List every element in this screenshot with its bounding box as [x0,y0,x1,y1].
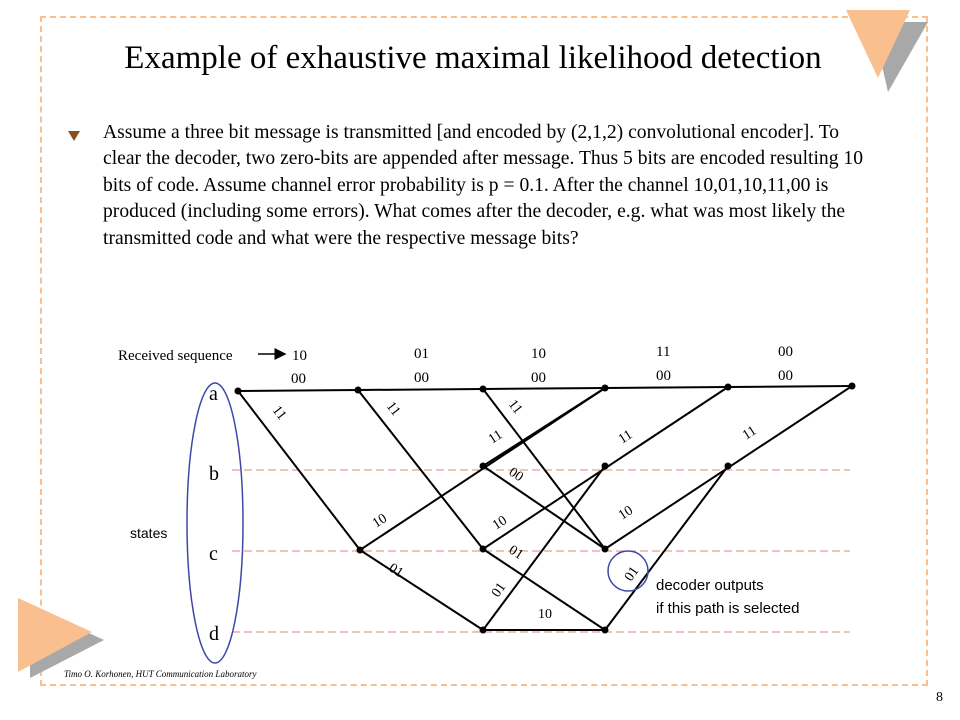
node-c4 [601,545,609,553]
bullet-icon [68,131,80,141]
node-d4 [601,626,609,634]
slide-title: Example of exhaustive maximal likelihood… [124,40,822,76]
edge-a2-a3 [357,388,484,391]
edge-a3-c4 [482,388,606,550]
node-a1 [234,387,242,395]
edge-d3-b4 [482,465,606,631]
branch-label-a3-c4: 11 [505,397,525,417]
branch-label-c4-b5: 10 [616,503,636,523]
node-b3 [479,462,487,470]
state-label-c: c [209,543,218,565]
edge-d4-b5 [604,465,729,631]
state-label-d: d [209,623,219,645]
node-b5 [724,462,732,470]
node-c3 [479,545,487,553]
branch-label-c3-d4: 01 [506,543,526,563]
branch-label-c3-b4: 10 [490,513,510,533]
node-a4 [601,384,609,392]
branch-label-c2-b3: 10 [370,511,390,531]
edge-b3-d4 [482,387,606,467]
node-d3 [479,626,487,634]
branch-label-b-row-5: 11 [740,423,759,443]
node-a3 [479,385,487,393]
received-symbol-3: 10 [531,346,546,362]
page-number: 8 [936,690,943,705]
edge-b3-c4 [482,465,606,550]
state-label-a: a [209,383,218,405]
received-sequence-label: Received sequence [118,348,233,364]
edge-c2-d3 [359,549,484,631]
branch-label-d3-d4: 10 [538,607,552,622]
bottom-left-triangle [18,598,92,672]
node-a5 [724,383,732,391]
branch-label-c2-d3: 01 [386,561,406,581]
selected-branch-circle [607,550,649,592]
edge-a3-a4 [482,387,606,390]
branch-label-a3-a4: 00 [531,370,546,386]
branch-label-b3-d4: 11 [486,427,505,447]
top-right-triangle [846,10,910,78]
branch-label-a2-a3: 00 [414,370,429,386]
edge-a1-c2 [237,390,361,551]
branch-label-a4-a5: 00 [656,368,671,384]
decoder-note-line-2: if this path is selected [656,600,799,617]
node-a2 [354,386,362,394]
received-symbol-1: 10 [292,348,307,364]
branch-label-a2-c3: 11 [383,399,403,419]
edge-a4-a5 [604,386,729,389]
received-symbol-5: 00 [778,344,793,360]
branch-label-b-row-4: 11 [616,427,635,447]
edge-c3-d4 [482,548,606,631]
state-label-b: b [209,463,219,485]
branch-label-a5-a6: 00 [778,368,793,384]
bullet-text: Assume a three bit message is transmitte… [103,122,863,249]
edge-a2-c3 [357,389,484,550]
footer-credit: Timo O. Korhonen, HUT Communication Labo… [64,669,257,679]
edge-a5-a6 [727,385,853,388]
node-a6 [848,382,856,390]
slide-frame [40,16,928,686]
received-symbol-4: 11 [656,344,670,360]
decoder-note-line-1: decoder outputs [656,577,764,594]
node-b4 [601,462,609,470]
states-caption: states [130,525,167,541]
edge-a1-a2 [237,389,359,392]
node-c2 [356,546,364,554]
branch-label-a1-c2: 11 [269,403,289,423]
received-symbol-2: 01 [414,346,429,362]
branch-label-a1-a2: 00 [291,371,306,387]
branch-label-b3-c4: 00 [506,465,526,485]
state-ellipse [186,382,244,664]
branch-label-d4-b5: 01 [622,564,642,584]
